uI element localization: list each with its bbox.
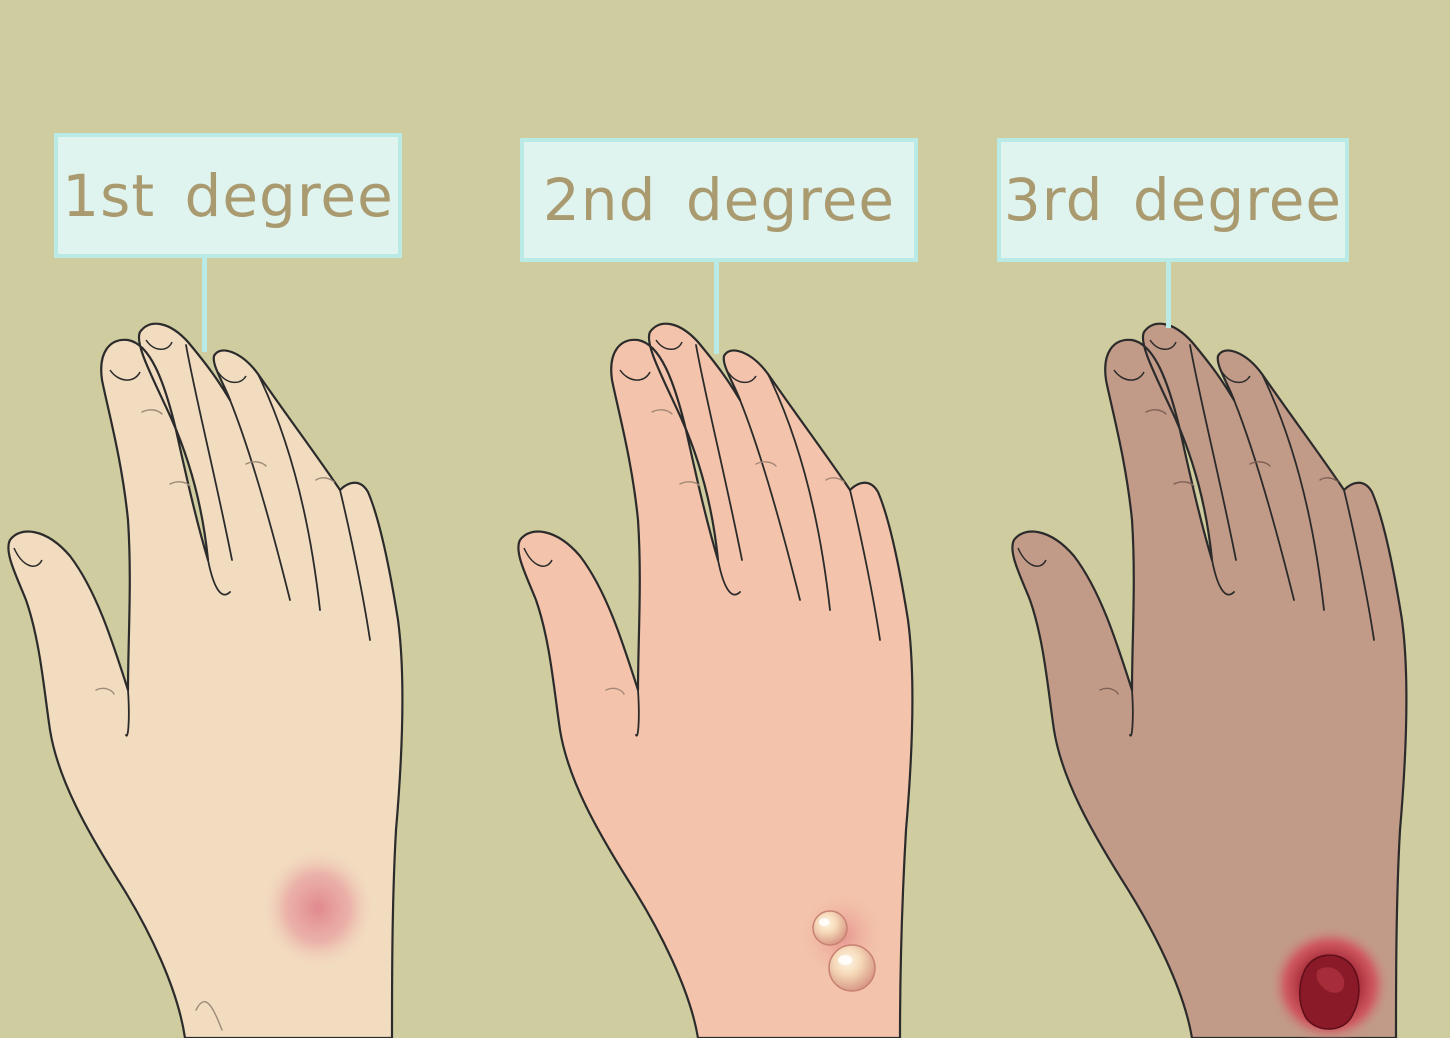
hand-second-degree-lines xyxy=(635,344,881,737)
hand-second-degree-nails xyxy=(523,339,757,567)
first-degree-burn-redness xyxy=(260,846,376,970)
label-2nd-degree-text: 2nd degree xyxy=(542,166,896,234)
hand-third-degree-nails xyxy=(1017,339,1251,567)
label-1st-degree: 1st degree xyxy=(54,133,402,258)
blister-highlight xyxy=(838,955,852,965)
label-connector-2nd xyxy=(714,260,719,354)
hand-third-degree-lines xyxy=(1129,344,1375,737)
hand-third-degree xyxy=(1011,322,1408,1038)
second-degree-blister-bottom xyxy=(828,944,876,992)
blister-highlight xyxy=(819,918,829,926)
hand-second-degree-shape xyxy=(517,322,914,1038)
hand-second-degree-creases xyxy=(605,409,845,695)
hand-first-degree-creases xyxy=(95,409,335,1031)
hand-first-degree-lines xyxy=(125,344,371,737)
label-connector-3rd xyxy=(1166,260,1171,328)
label-2nd-degree: 2nd degree xyxy=(520,138,918,262)
label-1st-degree-text: 1st degree xyxy=(62,161,394,230)
label-connector-1st xyxy=(202,256,207,352)
hand-first-degree xyxy=(7,322,404,1038)
third-degree-burn-wound xyxy=(1299,954,1360,1030)
hand-second-degree xyxy=(517,322,914,1038)
hand-third-degree-creases xyxy=(1099,409,1339,695)
third-degree-wound-highlight xyxy=(1316,967,1345,993)
hand-third-degree-shape xyxy=(1011,322,1408,1038)
label-3rd-degree: 3rd degree xyxy=(997,138,1349,262)
hand-first-degree-nails xyxy=(13,339,247,567)
label-3rd-degree-text: 3rd degree xyxy=(1003,166,1343,234)
second-degree-blister-top xyxy=(812,910,848,946)
